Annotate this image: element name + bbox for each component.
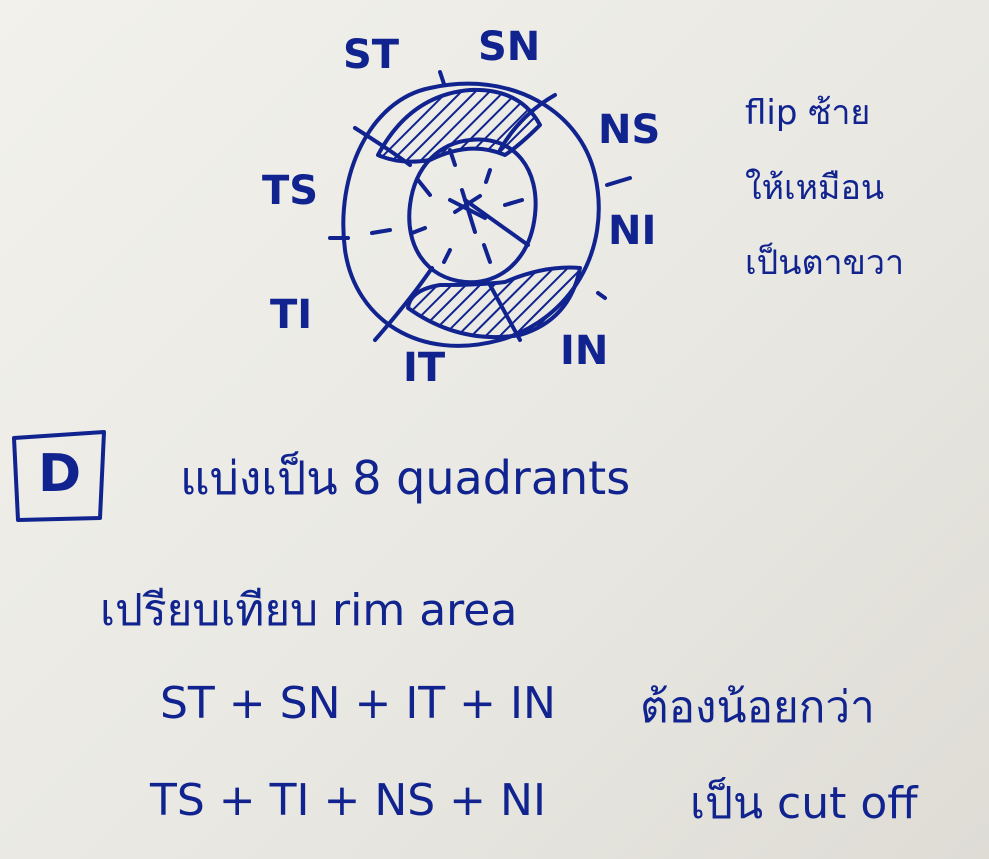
label-ns: NS: [598, 107, 661, 153]
equation-1-note: ต้องน้อยกว่า: [640, 682, 875, 733]
label-ts: TS: [262, 168, 319, 214]
side-note-line-2: ให้เหมือน: [745, 168, 885, 208]
label-ni: NI: [608, 208, 657, 254]
center-cross: [448, 188, 487, 234]
side-note-line-3: เป็นตาขวา: [745, 243, 905, 283]
side-note-line-1: flip ซ้าย: [745, 93, 871, 133]
label-ti: TI: [270, 292, 313, 338]
tick-marks: [328, 70, 632, 300]
cut-line-upper-left: [353, 126, 412, 167]
label-sn: SN: [478, 24, 541, 70]
equation-1-terms: ST + SN + IT + IN: [160, 678, 556, 729]
box-frame: [12, 430, 106, 522]
label-st: ST: [343, 32, 400, 78]
inner-cup-circle: [407, 137, 538, 285]
cut-line-lower-left: [373, 266, 434, 342]
item-text: แบ่งเป็น 8 quadrants: [180, 451, 631, 505]
equation-2-terms: TS + TI + NS + NI: [150, 775, 546, 826]
equation-2-note: เป็น cut off: [690, 778, 918, 829]
label-in: IN: [560, 328, 609, 374]
compare-line: เปรียบเทียบ rim area: [100, 585, 518, 636]
outer-disc-circle: [341, 81, 601, 348]
hatched-inferior-rim: [406, 265, 582, 340]
cut-line-lower-mid: [488, 283, 522, 342]
label-it: IT: [403, 345, 446, 391]
cut-line-lower-right: [463, 198, 530, 247]
cut-line-upper-right: [498, 93, 557, 152]
box-label: D: [38, 444, 82, 504]
